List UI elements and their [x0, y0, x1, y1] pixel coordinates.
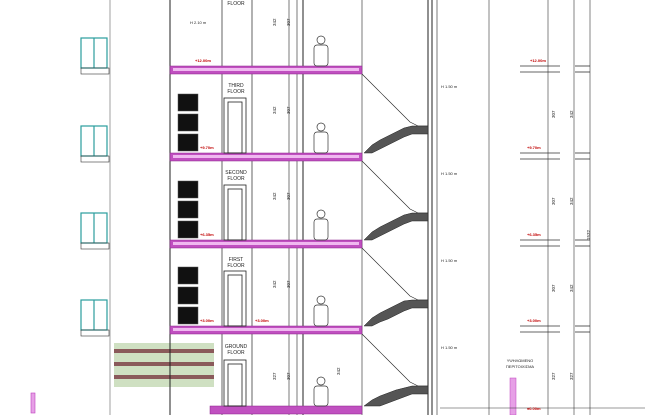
- level-marker-first: +3.00m: [200, 318, 214, 323]
- first-floor-label-2: FLOOR: [227, 263, 245, 269]
- level-marker-right-roof: +12.00m: [530, 58, 546, 63]
- top-floor-label: FLOOR: [227, 1, 245, 7]
- stair-note-1: Η 1.50 m: [441, 258, 458, 263]
- dim-right-0: 327: [551, 372, 556, 380]
- floor-slabs: [169, 65, 363, 415]
- stair-note-0: Η 1.50 m: [441, 345, 458, 350]
- hedge-planting: [114, 343, 214, 387]
- stair-note-3: Η 1.50 m: [441, 84, 458, 89]
- dim-right-2: 307: [551, 197, 556, 205]
- level-marker-right-ground: ±0.00m: [527, 406, 541, 411]
- third-floor-label-1: THIRD: [228, 83, 244, 89]
- left-window-column: [80, 37, 110, 337]
- dim-stair: 342: [336, 367, 341, 375]
- level-marker-first-b: +3.00m: [255, 318, 269, 323]
- right-wall: [488, 0, 591, 415]
- dim-inner-1: 307: [286, 280, 291, 288]
- dim-right-1: 307: [551, 284, 556, 292]
- dim-inner-2: 307: [286, 192, 291, 200]
- stair-flights: [363, 125, 429, 407]
- top-height-note: Η 2.10 m: [190, 20, 207, 25]
- elevated-fence-label-2: ΠΕΡΙΤΟΙΧΙΣΜΑ: [506, 364, 535, 369]
- dim-right-0b: 327: [569, 372, 574, 380]
- first-floor-label-1: FIRST: [229, 257, 243, 263]
- level-marker-roof: +12.00m: [195, 58, 211, 63]
- level-marker-right-second: +6.35m: [527, 232, 541, 237]
- dim-ground-inner: 307: [286, 372, 291, 380]
- elevated-fence: [509, 377, 517, 415]
- dim-right-3: 307: [551, 110, 556, 118]
- ac-units: [177, 93, 199, 325]
- level-marks-right: [520, 65, 590, 333]
- dim-right-1b: 342: [569, 284, 574, 292]
- staircases: [361, 73, 428, 387]
- dim-inner-3: 307: [286, 106, 291, 114]
- ground-floor-label-2: FLOOR: [227, 350, 245, 356]
- third-floor-label-2: FLOOR: [227, 89, 245, 95]
- dim-floor-1: 342: [272, 280, 277, 288]
- level-marker-third: +9.70m: [200, 145, 214, 150]
- ground-floor-label-1: GROUND: [225, 344, 248, 350]
- dim-ground: 327: [272, 372, 277, 380]
- doors: [223, 97, 247, 407]
- dim-floor-3: 342: [272, 106, 277, 114]
- level-marker-right-third: +9.70m: [527, 145, 541, 150]
- dim-right-3b: 342: [569, 110, 574, 118]
- level-marker-second: +6.35m: [200, 232, 214, 237]
- human-figures: [313, 35, 329, 407]
- dim-floor-4: 342: [272, 18, 277, 26]
- dim-floor-2: 342: [272, 192, 277, 200]
- stair-note-2: Η 1.50 m: [441, 171, 458, 176]
- dim-inner-4: 307: [286, 18, 291, 26]
- dim-total: 1532: [586, 229, 591, 240]
- pink-marker: [30, 392, 36, 414]
- second-floor-label-2: FLOOR: [227, 176, 245, 182]
- dim-right-2b: 342: [569, 197, 574, 205]
- level-marker-right-first: +3.00m: [527, 318, 541, 323]
- second-floor-label-1: SECOND: [225, 170, 247, 176]
- elevated-fence-label-1: ΥΨΗΛΩΜΕΝΟ: [507, 358, 534, 363]
- slab-ground: [209, 405, 363, 415]
